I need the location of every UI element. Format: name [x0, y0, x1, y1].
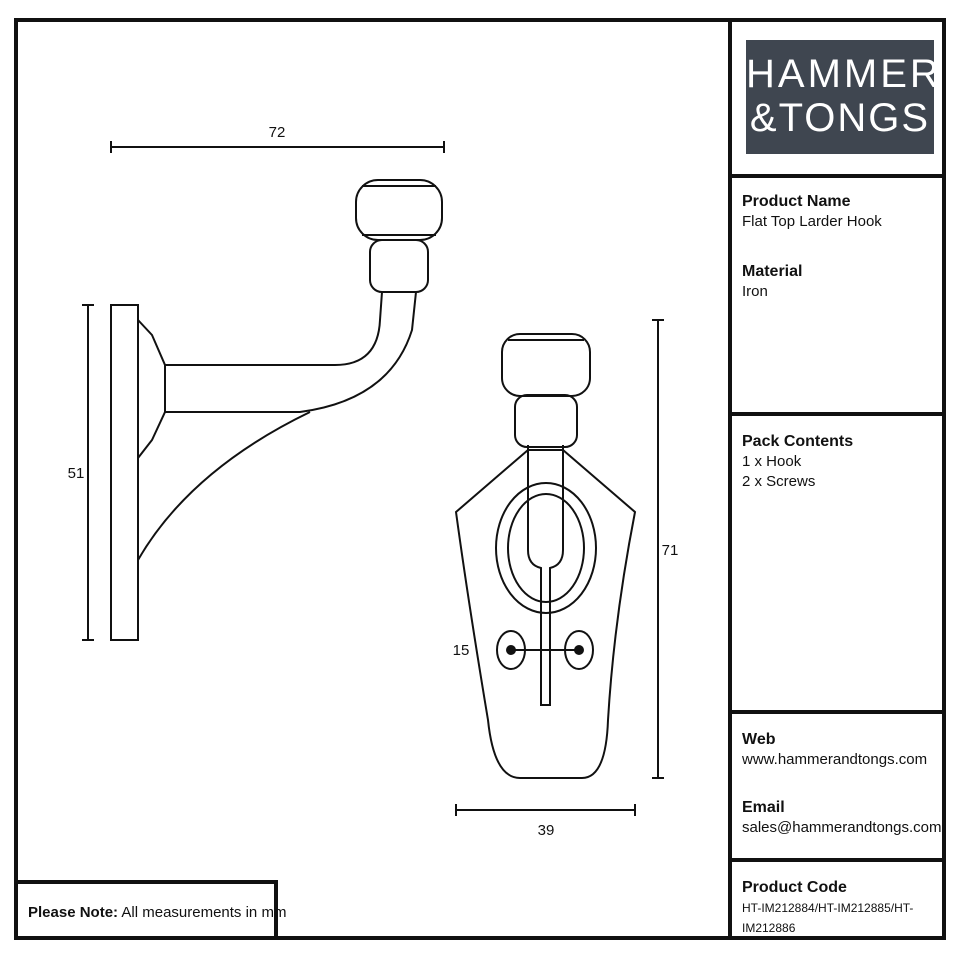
product-code-value: HT-IM212884/HT-IM212885/HT-IM212886: [742, 901, 914, 935]
side-backplate: [110, 304, 139, 641]
email-label: Email: [742, 799, 785, 816]
pack-item: 1 x Hook: [742, 453, 802, 470]
brand-logo: HAMMER &TONGS: [746, 40, 942, 154]
note-label: Please Note:: [28, 904, 119, 921]
front-width-label: 39: [538, 822, 555, 839]
side-arm-bottom: [165, 291, 417, 413]
info-panel: HAMMER &TONGS Product Name Flat Top Lard…: [728, 18, 946, 940]
measurement-note: Please Note: All measurements in mm: [14, 880, 286, 940]
brand-line-1: HAMMER: [746, 52, 942, 96]
material-value: Iron: [742, 283, 768, 300]
front-knob: [501, 333, 591, 397]
web-value[interactable]: www.hammerandtongs.com: [742, 751, 928, 768]
logo-section: HAMMER &TONGS: [732, 18, 946, 178]
brand-line-2: &TONGS: [749, 96, 931, 140]
side-height-label: 51: [68, 465, 85, 482]
web-label: Web: [742, 731, 776, 748]
side-neck: [369, 239, 429, 293]
side-knob: [355, 179, 443, 241]
side-width-label: 72: [269, 124, 286, 141]
drawing-frame: [14, 18, 946, 940]
side-boss: [137, 319, 166, 459]
contact-section: Web www.hammerandtongs.com Email sales@h…: [732, 714, 946, 862]
front-inner-ring: [507, 493, 585, 603]
pack-section: Pack Contents 1 x Hook 2 x Screws: [732, 416, 946, 714]
note-text: All measurements in mm: [121, 904, 287, 921]
product-name-label: Product Name: [742, 193, 851, 210]
product-section: Product Name Flat Top Larder Hook Materi…: [732, 178, 946, 416]
email-value[interactable]: sales@hammerandtongs.com: [742, 819, 942, 836]
side-view: [82, 141, 445, 641]
material-label: Material: [742, 263, 803, 280]
front-neck: [514, 394, 578, 448]
pack-contents-label: Pack Contents: [742, 433, 854, 450]
pack-item: 2 x Screws: [742, 473, 816, 490]
side-arm-top: [165, 291, 383, 366]
front-screw-spacing-label: 15: [453, 642, 470, 659]
product-code-label: Product Code: [742, 879, 847, 896]
front-outer-ring: [495, 482, 597, 614]
product-name-value: Flat Top Larder Hook: [742, 213, 882, 230]
front-stem: [527, 445, 564, 706]
front-height-label: 71: [662, 542, 679, 559]
front-view: [454, 319, 664, 816]
code-section: Product Code HT-IM212884/HT-IM212885/HT-…: [732, 862, 946, 936]
front-plate: [454, 449, 637, 779]
side-bracket-curve: [137, 411, 311, 561]
